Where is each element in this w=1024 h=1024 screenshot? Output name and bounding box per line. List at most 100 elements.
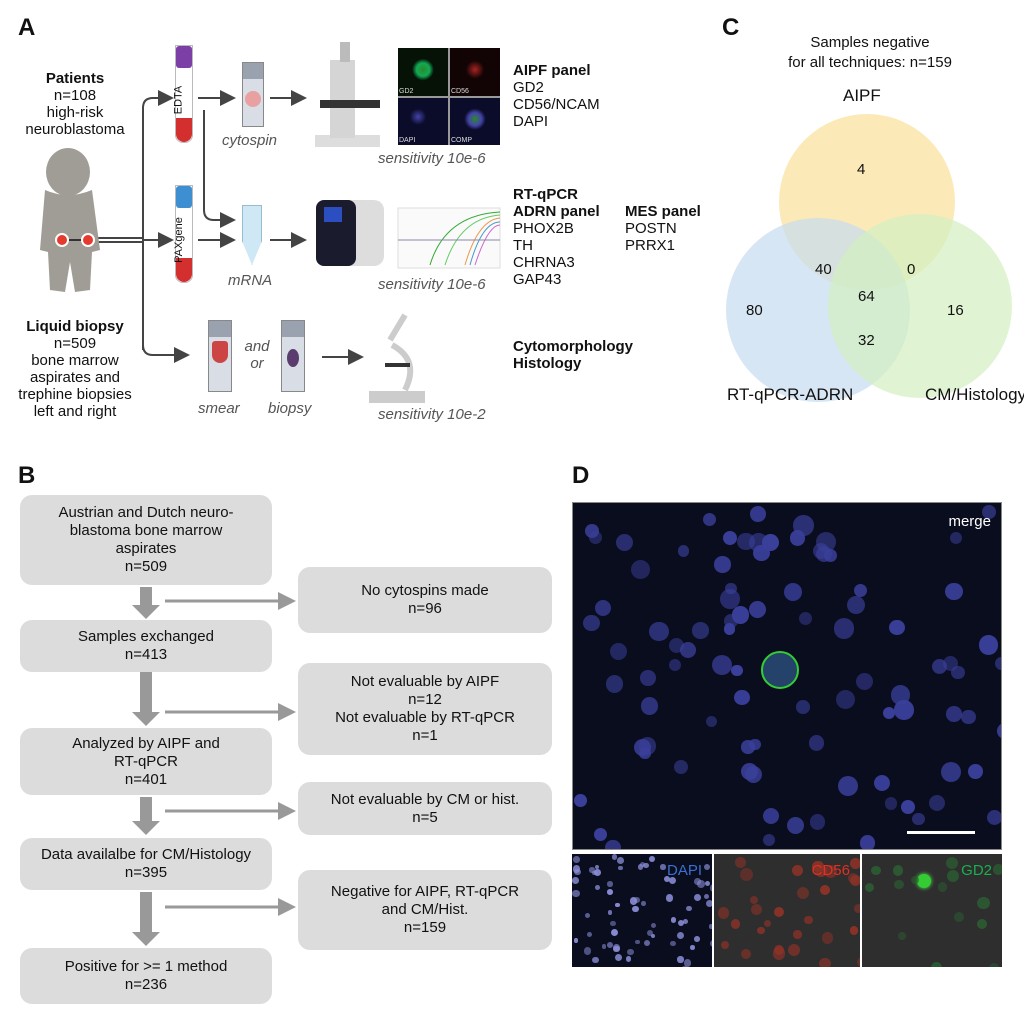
cell [705,715,717,728]
cell [717,907,730,919]
liquid-desc: bone marrow [31,352,119,369]
cell [592,956,599,964]
cell [764,919,772,927]
cell [709,939,712,948]
cell [601,944,607,949]
venn-value: 80 [746,302,763,319]
cell [586,931,593,938]
flow-box-text: Negative for AIPF, RT-qPCR [330,883,520,900]
cell [594,869,602,876]
liquid-biopsy-info: Liquid biopsy n=509 bone marrow aspirate… [0,318,150,420]
cell [572,889,580,898]
cell [815,545,833,563]
venn-label-cm: CM/Histology [925,385,1024,404]
cell [809,814,826,831]
cell [772,947,786,960]
cell [616,857,624,865]
cell [946,706,962,722]
cell [668,637,684,654]
cell [709,883,712,892]
cell [967,763,983,779]
cell [611,929,619,937]
gd2-positive-cell [761,651,799,689]
flow-box-text: n=5 [412,808,438,826]
cell [705,899,712,907]
liquid-desc: aspirates and [29,369,121,386]
cell [643,862,649,869]
cell [988,963,999,967]
merge-label: merge [948,513,991,530]
biopsy-label: biopsy [268,400,312,417]
cell [763,808,780,825]
cell [734,856,746,868]
cell [683,959,692,967]
adrn-marker: CHRNA3 [513,254,575,271]
venn-value: 32 [858,332,875,349]
flow-box-text: Not evaluable by AIPF [350,673,500,690]
cell [793,515,814,536]
sensitivity-rtqpcr: sensitivity 10e-6 [378,276,486,293]
flow-box-text: n=1 [412,727,438,744]
adrn-marker: PHOX2B [513,220,574,237]
cell [797,886,810,900]
cell [615,902,621,908]
flow-box-text: n=509 [124,558,168,575]
flow-box-text: n=401 [124,770,168,788]
cell [864,883,874,893]
venn-value: 40 [815,261,832,278]
cell [737,533,755,551]
cell [663,875,671,883]
cell [629,897,638,905]
cell [750,505,767,522]
venn-note: Samples negative for all techniques: n=1… [770,33,970,73]
cell [720,588,741,609]
cell [912,813,925,826]
cell [850,857,860,870]
mrna-tube-icon [242,205,262,265]
cell [882,706,896,720]
sensitivity-cm: sensitivity 10e-2 [378,406,486,423]
cell [609,642,628,660]
cell [792,865,804,877]
cell [749,738,762,751]
cell [730,919,741,929]
cell [749,896,759,905]
cell [849,874,860,886]
cell [648,855,655,862]
cell [893,865,904,876]
cell [690,945,695,950]
cell [833,618,855,639]
venn-note-line: for all techniques: n=159 [788,54,952,71]
cell [670,940,676,947]
flow-box-text: n=413 [124,646,168,663]
cell [946,857,959,870]
cell [650,933,656,939]
cell [714,556,731,573]
flow-box-text: Data availalbe for CM/Histology [40,846,252,863]
flow-box-text: Analyzed by AIPF and [72,734,220,752]
flow-box-text: Not evaluable by CM or hist. [330,790,520,808]
cell [592,870,597,876]
cell [757,926,766,935]
cell [614,953,623,962]
if-tile-cd56: CD56 [450,48,500,96]
gd2-positive-cell [917,874,931,888]
patients-info: Patients n=108 high-risk neuroblastoma [0,70,150,138]
cell [584,523,600,539]
cell [741,740,755,754]
cell [649,622,669,642]
cell [804,915,814,925]
cell [821,932,834,944]
cell [712,654,733,675]
edta-label: EDTA [172,85,185,115]
flow-box-text: n=12 [408,691,442,708]
patients-n: n=108 [53,87,97,104]
cell [607,942,614,949]
paxgene-tube-icon: PAXgene [173,185,193,283]
cell [668,658,682,672]
cell [703,513,717,527]
flow-box-text: n=96 [408,600,442,617]
